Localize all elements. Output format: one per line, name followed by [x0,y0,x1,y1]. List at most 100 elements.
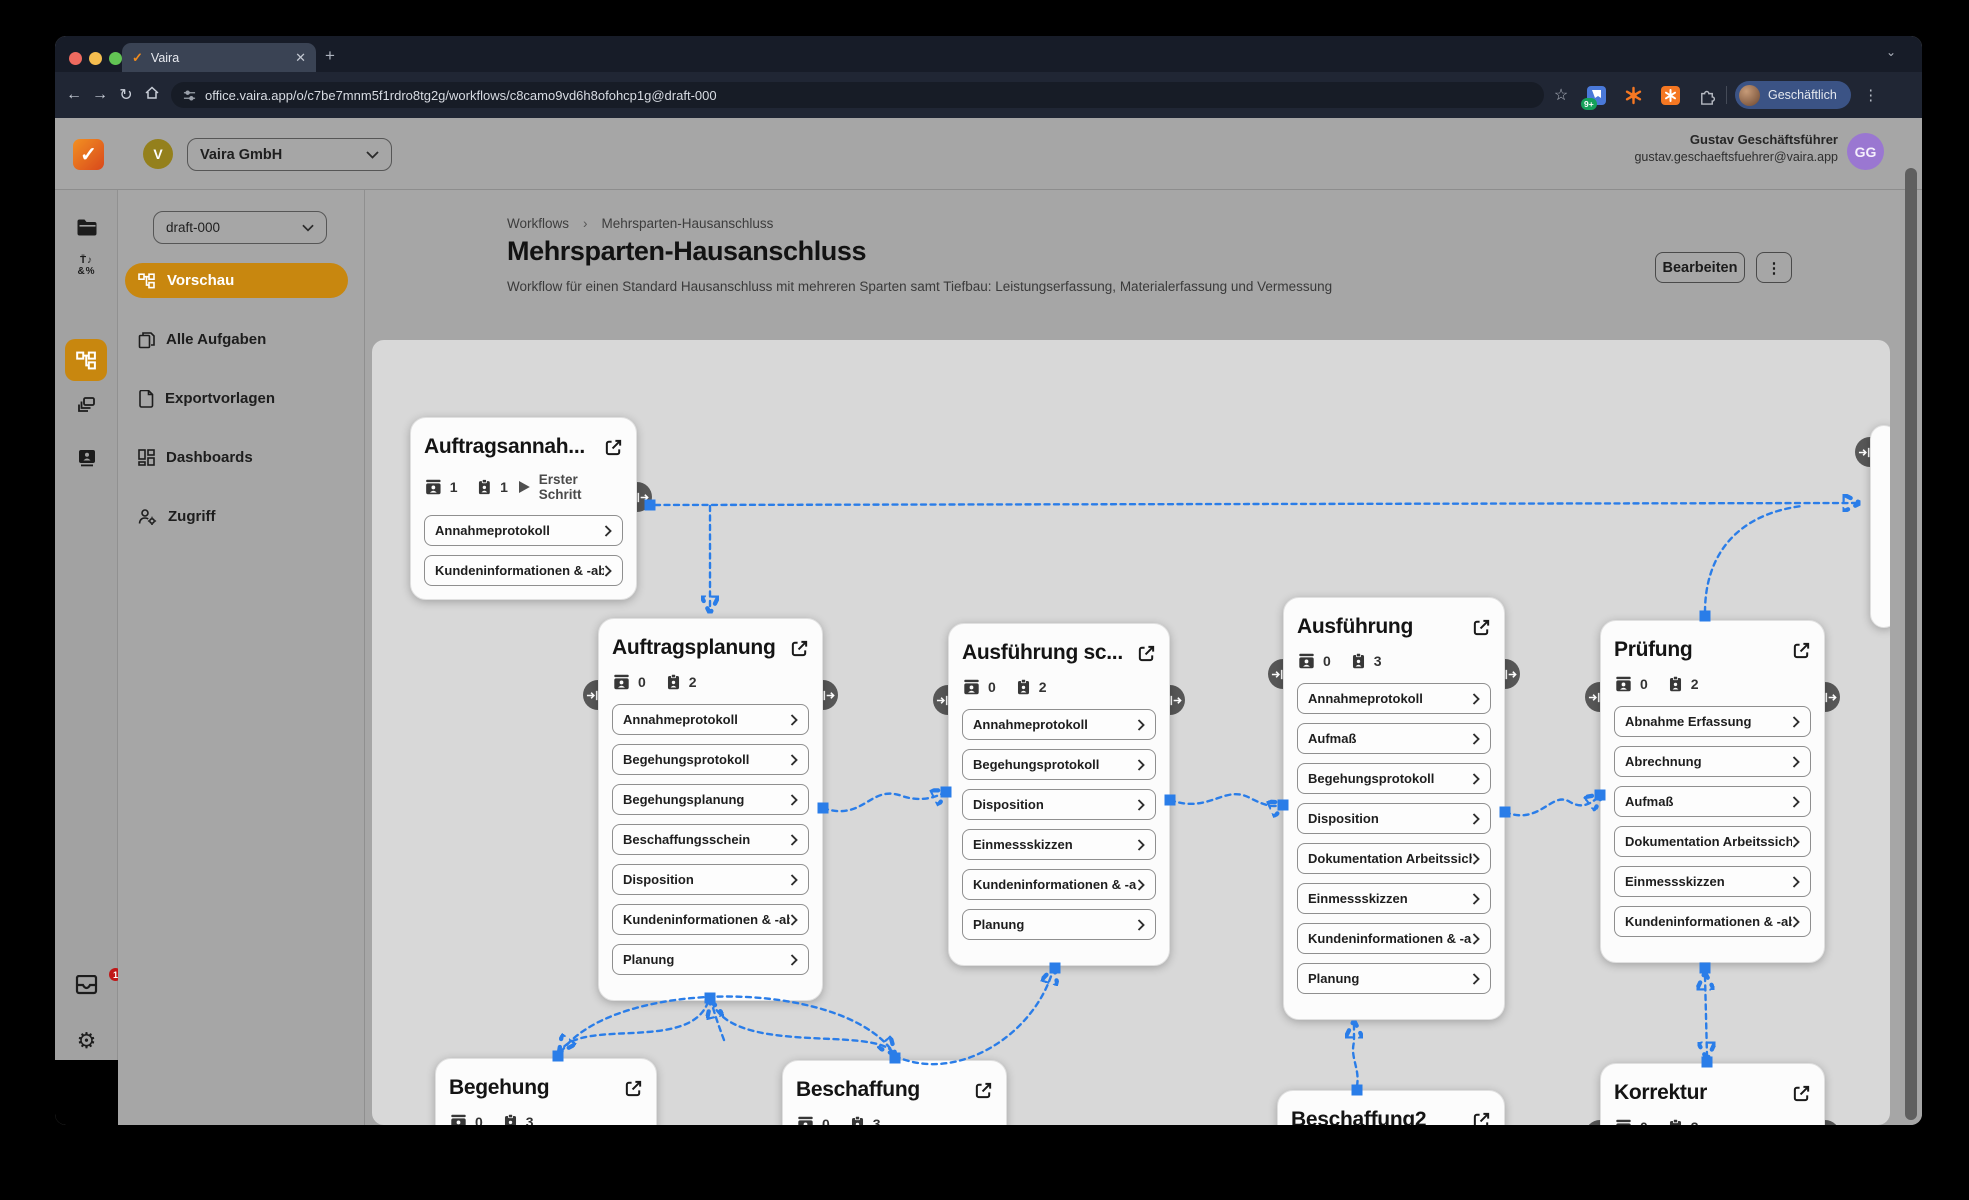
sidebar-item-alle-aufgaben[interactable]: Alle Aufgaben [125,322,348,357]
sidebar-rail-contacts[interactable] [55,448,118,473]
node-item[interactable]: Disposition [962,789,1156,820]
settings-gear-icon[interactable]: ⚙ [76,1028,97,1053]
sidebar-rail-projects[interactable] [55,218,118,242]
node-item[interactable]: Kundeninformationen & -abst [424,555,623,586]
extensions-puzzle-icon[interactable] [1698,86,1717,105]
open-in-new-icon[interactable] [1472,618,1491,637]
sidebar-rail-datatypes[interactable]: T̄♪&% [77,255,96,277]
workflow-node-beschaffung2[interactable]: Beschaffung2 [1277,1090,1505,1125]
tab-close-icon[interactable]: ✕ [295,49,306,65]
node-item[interactable]: Annahmeprotokoll [612,704,809,735]
node-item[interactable]: Begehungsprotokoll [612,744,809,775]
node-item[interactable]: Kundeninformationen & -abst [612,904,809,935]
open-in-new-icon[interactable] [604,438,623,457]
node-item[interactable]: Beschaffungsschein [612,824,809,855]
open-in-new-icon[interactable] [790,639,809,658]
tab-search-chevron-icon[interactable]: ⌄ [1885,45,1896,59]
workflow-node-korrektur[interactable]: Korrektur03 [1585,1063,1840,1125]
node-item[interactable]: Begehungsprotokoll [1297,763,1491,794]
browser-menu-kebab-icon[interactable]: ⋮ [1863,87,1879,104]
node-card[interactable]: Beschaffung2 [1277,1090,1505,1125]
node-item[interactable]: Planung [612,944,809,975]
breadcrumb-workflows[interactable]: Workflows [507,216,570,231]
version-select[interactable]: draft-000 [153,211,327,244]
node-item[interactable]: Kundeninformationen & -abst [962,869,1156,900]
node-port-out[interactable] [1810,1120,1840,1125]
node-item[interactable]: Dokumentation Arbeitssicherl [1297,843,1491,874]
node-item[interactable]: Disposition [612,864,809,895]
extension-hubspot-icon[interactable] [1624,86,1643,105]
node-item[interactable]: Kundeninformationen & -abst [1614,906,1811,937]
bookmark-star-icon[interactable]: ☆ [1553,87,1569,104]
node-item[interactable]: Abnahme Erfassung [1614,706,1811,737]
sidebar-item-zugriff[interactable]: Zugriff [125,499,348,534]
home-button[interactable] [139,85,165,106]
edit-button[interactable]: Bearbeiten [1655,252,1745,283]
back-button[interactable]: ← [66,86,82,103]
open-in-new-icon[interactable] [1472,1111,1491,1126]
extension-orange-icon[interactable] [1661,85,1680,105]
node-card[interactable] [1870,425,1890,628]
open-in-new-icon[interactable] [974,1081,993,1100]
workflow-node-offscreen-node[interactable] [1855,425,1890,628]
open-in-new-icon[interactable] [1137,644,1156,663]
node-item[interactable]: Einmessskizzen [962,829,1156,860]
window-close-button[interactable] [69,52,82,65]
sidebar-rail-workflows-active[interactable] [65,339,107,381]
node-card[interactable]: Korrektur03 [1600,1063,1825,1125]
edge-anchor-square[interactable] [1699,962,1711,974]
node-item[interactable]: Aufmaß [1297,723,1491,754]
node-item[interactable]: Kundeninformationen & -abst [1297,923,1491,954]
node-item[interactable]: Annahmeprotokoll [424,515,623,546]
node-item[interactable]: Aufmaß [1614,786,1811,817]
open-in-new-icon[interactable] [1792,1084,1811,1103]
node-item[interactable]: Annahmeprotokoll [1297,683,1491,714]
node-item[interactable]: Annahmeprotokoll [962,709,1156,740]
sidebar-item-dashboards[interactable]: Dashboards [125,440,348,475]
node-item[interactable]: Begehungsplanung [612,784,809,815]
node-item[interactable]: Planung [1297,963,1491,994]
window-minimize-button[interactable] [89,52,102,65]
node-item[interactable]: Disposition [1297,803,1491,834]
node-item[interactable]: Begehungsprotokoll [962,749,1156,780]
node-item[interactable]: Planung [962,909,1156,940]
org-select[interactable]: Vaira GmbH [187,138,392,171]
node-item[interactable]: Abrechnung [1614,746,1811,777]
page-scrollbar-thumb[interactable] [1905,168,1917,1120]
sidebar-item-exportvorlagen[interactable]: Exportvorlagen [125,381,348,416]
node-item[interactable]: Einmessskizzen [1297,883,1491,914]
more-options-button[interactable]: ⋮ [1756,252,1792,283]
site-info-icon[interactable] [183,89,196,102]
sidebar-item-vorschau[interactable]: Vorschau [125,263,348,298]
browser-profile-button[interactable]: Geschäftlich [1735,81,1851,109]
user-avatar[interactable]: GG [1847,133,1884,170]
window-zoom-button[interactable] [109,52,122,65]
node-item[interactable]: Dokumentation Arbeitssicherl [1614,826,1811,857]
reload-button[interactable]: ↻ [119,87,133,104]
node-item[interactable]: Einmessskizzen [1614,866,1811,897]
sidebar-rail-runs[interactable] [55,395,118,420]
extension-blue-icon[interactable]: 9+ [1581,85,1606,110]
open-in-new-icon[interactable] [1792,641,1811,660]
browser-tab[interactable]: ✓ Vaira ✕ [122,43,316,72]
url-bar[interactable]: office.vaira.app/o/c7be7mnm5f1rdro8tg2g/… [171,82,1544,108]
open-in-new-icon[interactable] [624,1079,643,1098]
sidebar-rail-inbox[interactable]: 1 [55,968,122,1000]
forward-button[interactable]: → [92,86,108,103]
new-tab-button[interactable]: + [325,46,335,65]
vaira-logo-icon[interactable]: ✓ [73,139,104,170]
